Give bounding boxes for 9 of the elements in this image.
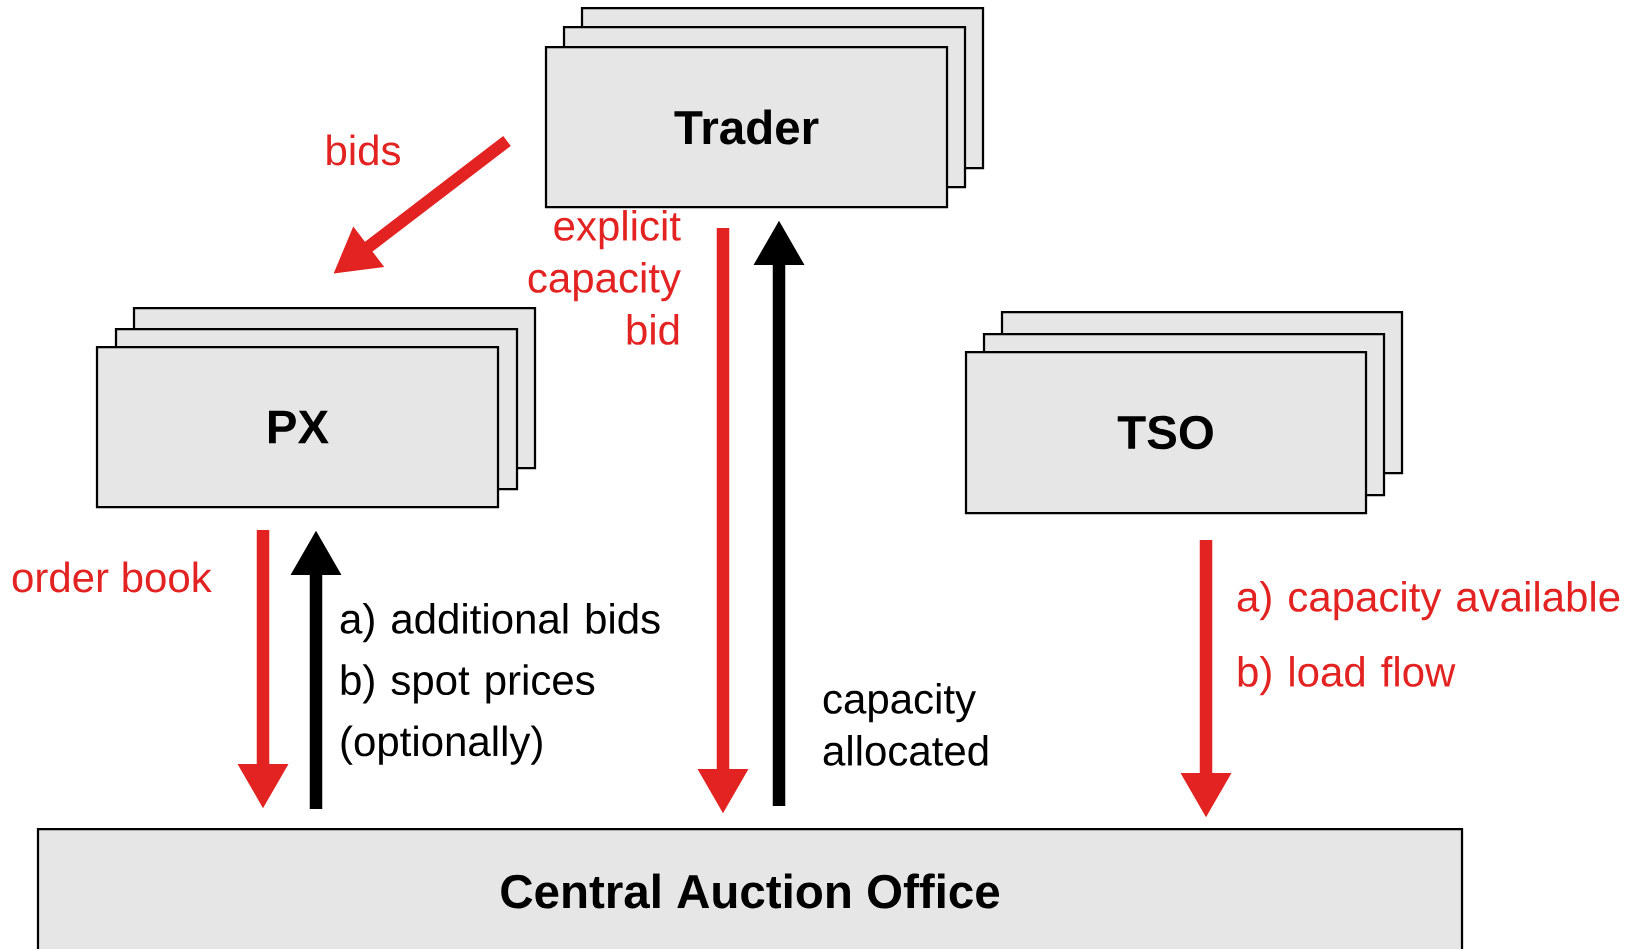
edge-label: order book [12,561,212,593]
edge-label: a) capacity available b) load flow [1237,581,1620,696]
stacked-box: TSO [964,310,1404,515]
edge-label: capacity allocated [823,683,988,766]
edge-label: a) additional bids b) spot prices (optionally) [340,603,660,765]
stacked-box: PX [95,306,537,509]
edge-label: bids [327,134,400,166]
process-box: Central Auction Office [36,827,1464,949]
stacked-box: Trader [544,6,985,209]
